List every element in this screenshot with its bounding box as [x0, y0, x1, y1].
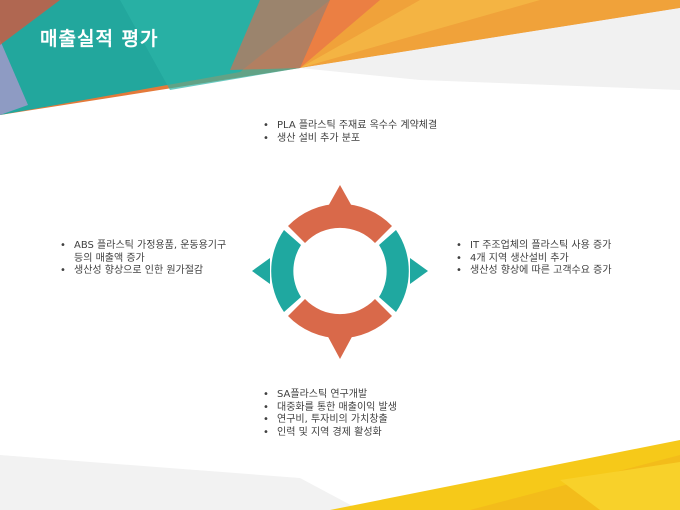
cycle-segment-bottom [288, 299, 392, 339]
bottom-bullet-2: 대중화를 통한 매출이익 발생 [263, 402, 463, 415]
right-bullet-2: 4개 지역 생산설비 추가 [456, 253, 626, 266]
cycle-arrow-right [410, 258, 428, 284]
right-bullet-3: 생산성 향상에 따른 고객수요 증가 [456, 265, 626, 278]
top-text-block: PLA 플라스틱 주재료 옥수수 계약체결 생산 설비 추가 분포 [263, 120, 443, 145]
right-bullet-1: IT 주조업체의 플라스틱 사용 증가 [456, 240, 626, 253]
cycle-diagram [252, 185, 428, 359]
cycle-arrow-top [326, 185, 354, 210]
bottom-bullet-1: SA플라스틱 연구개발 [263, 389, 463, 402]
right-text-block: IT 주조업체의 플라스틱 사용 증가 4개 지역 생산설비 추가 생산성 향상… [456, 240, 626, 278]
cycle-segment-left [271, 230, 301, 312]
page-title: 매출실적 평가 [40, 28, 159, 50]
bottom-text-block: SA플라스틱 연구개발 대중화를 통한 매출이익 발생 연구비, 투자비의 가치… [263, 389, 463, 439]
bottom-bullet-4: 인력 및 지역 경제 활성화 [263, 427, 463, 440]
top-bullet-1: PLA 플라스틱 주재료 옥수수 계약체결 [263, 120, 443, 133]
top-bullet-2: 생산 설비 추가 분포 [263, 133, 443, 146]
bottom-bullet-3: 연구비, 투자비의 가치창출 [263, 414, 463, 427]
cycle-segment-right [379, 230, 409, 312]
left-bullet-2: 생산성 향상으로 인한 원가절감 [60, 265, 230, 278]
left-bullet-1: ABS 플라스틱 가정용품, 운동용기구 등의 매출액 증가 [60, 240, 230, 265]
left-text-block: ABS 플라스틱 가정용품, 운동용기구 등의 매출액 증가 생산성 향상으로 … [60, 240, 230, 278]
cycle-segment-top [288, 203, 392, 243]
cycle-arrow-left [252, 258, 270, 284]
cycle-arrow-bottom [326, 333, 354, 359]
